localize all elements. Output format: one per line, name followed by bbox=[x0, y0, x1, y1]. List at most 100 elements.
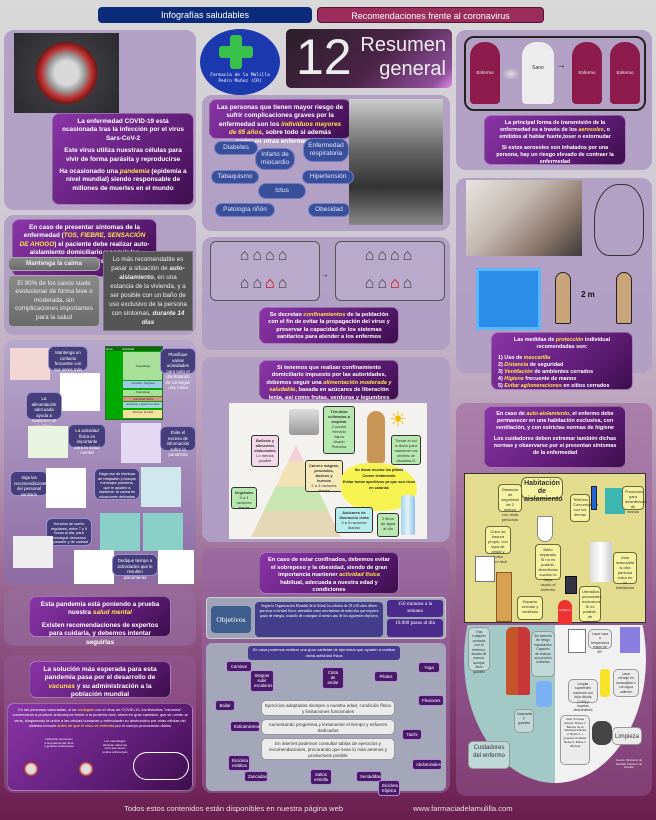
gloves-icon bbox=[536, 681, 552, 707]
isolation-room-diagram: Habitación de aislamiento Distancia de s… bbox=[464, 473, 647, 629]
vaccine-step1-label: Linfocitos reconocen a la proteína del v… bbox=[44, 737, 74, 749]
bin-icon bbox=[475, 556, 495, 582]
mental-bubble-contact: Mantenga un contacto frecuente con sus s… bbox=[48, 346, 88, 377]
note-phone: Teléfono Comunicación con los demás bbox=[570, 494, 598, 522]
risk-panel: Las personas que tienen mayor riesgo de … bbox=[202, 95, 450, 231]
covid-intro-p2: Este virus utiliza nuestras células para… bbox=[64, 147, 182, 163]
website-link[interactable]: www.farmaciadelamulilla.com bbox=[413, 804, 513, 813]
coronavirus-image bbox=[14, 33, 119, 113]
covid-intro-p1: La enfermedad COVID-19 está ocasionada t… bbox=[62, 118, 184, 142]
exercise-estiramientos: Estiramientos bbox=[230, 721, 260, 733]
face-mask-icon bbox=[594, 184, 644, 256]
macrophage-icon bbox=[133, 752, 189, 780]
health-staff-image bbox=[46, 468, 86, 508]
title-line2: general bbox=[379, 58, 446, 80]
title-line1: Resumen bbox=[360, 34, 446, 56]
note-dishes: Lavar menaje en lavavajillas o con agua … bbox=[613, 669, 639, 697]
mental-summary-text: Esta pandemia está poniendo a prueba nue… bbox=[29, 596, 171, 646]
covid-intro-text: La enfermedad COVID-19 está ocasionada t… bbox=[52, 113, 194, 205]
water-box: 2 litros de agua al día bbox=[377, 513, 399, 537]
exercise-sentadillas: Sentadillas bbox=[356, 771, 382, 783]
caregiver-couple-image bbox=[506, 627, 530, 695]
caregivers-label: Cuidadores del enfermo bbox=[468, 741, 510, 769]
water-bottle-icon bbox=[401, 495, 415, 535]
note-distance: Distancia de seguridad de 2 metros con o… bbox=[498, 484, 522, 522]
arrow-right-icon: → bbox=[556, 60, 566, 71]
dishwasher-icon bbox=[620, 627, 640, 653]
goal-minutes: 150 minutos a la semana bbox=[387, 600, 443, 617]
tissue-box-icon bbox=[565, 576, 577, 594]
who-objectives-box: Objetivos Según la Organización Mundial … bbox=[206, 597, 446, 639]
protection-panel: 2 m Las medidas de protección individual… bbox=[456, 178, 652, 390]
elderly-man-image bbox=[349, 99, 443, 225]
condition-diabetes: Diabetes bbox=[214, 141, 258, 155]
title-number: 12 bbox=[296, 29, 352, 85]
washing-machine-icon bbox=[568, 629, 586, 653]
head-sick-2: Enfermo bbox=[572, 42, 602, 104]
bleach-bottle-icon bbox=[600, 669, 610, 697]
tab-infografias-saludables[interactable]: Infografías saludables bbox=[98, 7, 312, 23]
exercise-intro-text: En caso de estar confinados, debemos evi… bbox=[259, 552, 399, 594]
note-ventilation: Espacio cerrado y ventilado bbox=[517, 596, 543, 620]
isolation-text: Lo más recomendable es pasar a situación… bbox=[103, 251, 193, 331]
exercise-bicicleta-estatica: Bicicleta estática bbox=[228, 755, 250, 772]
condition-respiratory: Enfermedad respiratoria bbox=[303, 138, 349, 162]
open-window-icon bbox=[476, 268, 541, 330]
phone-icon bbox=[591, 486, 597, 510]
virus-icon bbox=[23, 761, 39, 777]
mental-bubble-sanitary: Siga las recomendaciones del personal sa… bbox=[10, 471, 49, 497]
dancing-image bbox=[158, 550, 194, 584]
note-mask: Usar mascarilla si otra persona entra en… bbox=[613, 552, 637, 590]
protection-item-2: 2) Distancia de seguridad bbox=[498, 362, 564, 368]
goal-steps: 10.000 pasos al día bbox=[387, 619, 443, 637]
home-exercises-box: En casa podemos realizar una gran cantid… bbox=[206, 643, 446, 797]
home-exercises-intro: En casa podemos realizar una gran cantid… bbox=[248, 646, 400, 660]
exercise-zancadas: Zancadas bbox=[244, 771, 268, 783]
objectives-label: Objetivos bbox=[211, 606, 251, 633]
covid-intro-p3: Ha ocasionado una pandemia (epidemia a n… bbox=[59, 168, 187, 192]
exercise-stepper: Stepper subir escaleras bbox=[250, 670, 274, 692]
information-overload-image bbox=[121, 423, 161, 463]
exercise-bailar: Bailar bbox=[215, 700, 235, 712]
food-pyramid-image bbox=[60, 373, 100, 411]
condition-obesity: Obesidad bbox=[308, 203, 350, 217]
green-cross-bar bbox=[219, 46, 253, 58]
note-hands: Tras cualquier contacto con el enfermo, … bbox=[468, 627, 490, 674]
exercise-cinta: Cinta de andar bbox=[322, 667, 344, 689]
houses-after-diagram: ⌂⌂⌂⌂⌂⌂⌂⌂ bbox=[335, 241, 445, 301]
door-icon bbox=[496, 572, 512, 622]
houses-before-diagram: ⌂⌂⌂⌂⌂⌂⌂⌂ bbox=[210, 241, 320, 301]
handwashing-image bbox=[466, 180, 582, 256]
protection-text: Las medidas de protección individual rec… bbox=[491, 332, 633, 390]
mental-bubble-sleep: Horarios de sueño regulares, entre 7 y 9… bbox=[46, 518, 92, 546]
transmission-panel: Enfermo Sano → Enfermo Enfermo La princi… bbox=[456, 30, 652, 170]
exercise-tip-2: Aumentando progresiva y lentamente el ti… bbox=[261, 719, 395, 735]
note-bin: Cubo de basura propio, con tapa de pedal… bbox=[485, 526, 511, 564]
mental-bubble-information: Evite el exceso de información sobre la … bbox=[160, 426, 196, 457]
family-image bbox=[10, 348, 50, 380]
mental-bubble-activity: La actividad física es importante para l… bbox=[68, 424, 106, 455]
condition-hypertension: Hipertensión bbox=[302, 170, 354, 184]
exercise-caminar: Caminar bbox=[226, 661, 252, 673]
exercise-flexiones: Flexiones bbox=[418, 695, 444, 707]
exercise-image bbox=[28, 426, 68, 458]
vaccine-step2-label: Los macrófagos eliminan todos los virus … bbox=[102, 739, 128, 754]
exercise-panel: En caso de estar confinados, debemos evi… bbox=[202, 548, 450, 797]
who-text: Según la Organización Mundial de la Salu… bbox=[255, 602, 383, 637]
mental-summary-panel: Esta pandemia está poniendo a prueba nue… bbox=[4, 588, 196, 646]
note-surfaces: Limpiar superficies comunes con lejía di… bbox=[568, 679, 598, 712]
balcony-image-2 bbox=[143, 513, 183, 551]
exercise-saltos-estrella: Saltos estrella bbox=[310, 769, 332, 786]
virus-antibody-icon bbox=[78, 761, 94, 777]
pharmacy-logo[interactable]: Farmacia de la Malilla Pedro Muñoz (CR) bbox=[200, 29, 280, 95]
room-title: Habitación de aislamiento bbox=[521, 477, 563, 503]
logo-name: Farmacia de la Malilla bbox=[210, 73, 270, 78]
mental-summary-p2: Existen recomendaciones de expertos para… bbox=[41, 621, 159, 646]
sanitizer-image bbox=[605, 488, 625, 514]
tab-recomendaciones-coronavirus[interactable]: Recomendaciones frente al coronavirus bbox=[317, 7, 544, 23]
self-isolation-panel: En caso de auto-aislamiento, el enfermo … bbox=[456, 403, 652, 796]
note-utensils: Utensilios personales exclusivos Si es p… bbox=[579, 586, 602, 629]
